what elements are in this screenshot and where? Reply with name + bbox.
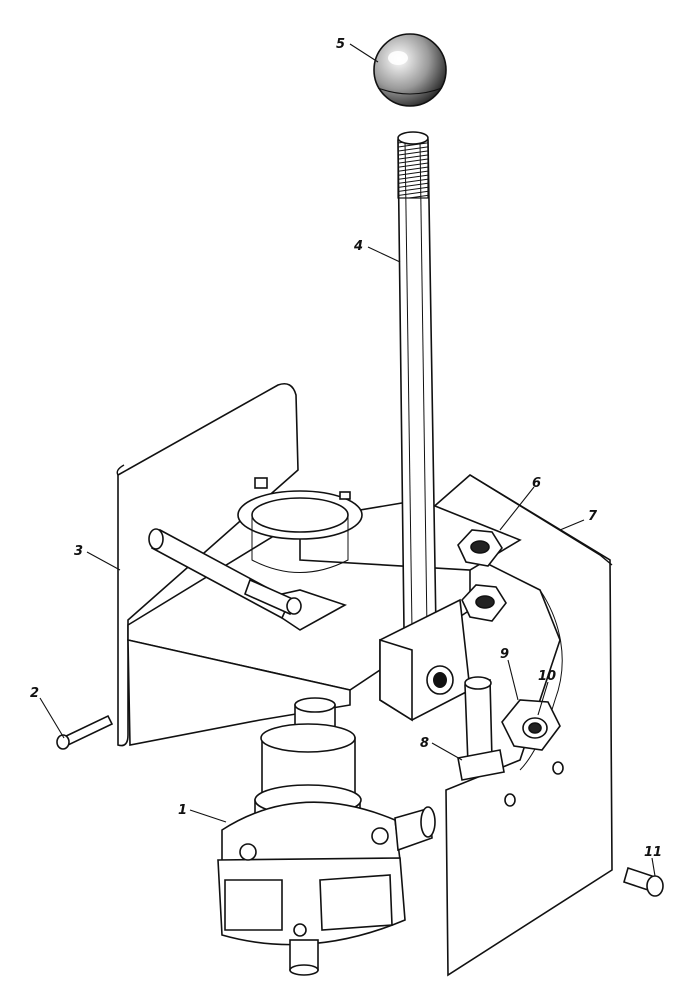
right-bracket-plate xyxy=(428,474,613,977)
lever-rod xyxy=(397,131,437,631)
callout-6: 6 xyxy=(532,476,541,491)
callout-3: 3 xyxy=(74,544,83,559)
leader-lines xyxy=(39,43,656,877)
callout-8: 8 xyxy=(420,736,429,751)
bolt xyxy=(457,676,505,781)
callout-2: 2 xyxy=(30,686,39,701)
callout-7: 7 xyxy=(588,509,598,524)
pivot-pin xyxy=(148,528,302,620)
callout-5: 5 xyxy=(336,37,345,52)
callouts: 5 4 3 6 7 2 1 8 9 10 11 xyxy=(30,37,662,860)
cotter-pin xyxy=(56,714,114,750)
callout-10: 10 xyxy=(538,669,556,684)
clamp-block xyxy=(379,598,471,722)
nut-upper xyxy=(457,529,503,567)
valve-body xyxy=(217,697,436,976)
callout-9: 9 xyxy=(500,647,509,662)
screw xyxy=(623,866,664,897)
callout-1: 1 xyxy=(178,803,187,818)
nut-lower xyxy=(461,584,507,622)
ball-knob xyxy=(373,33,447,107)
callout-4: 4 xyxy=(353,239,363,254)
washer-nut xyxy=(501,699,561,751)
left-bracket-plate xyxy=(116,382,299,747)
callout-11: 11 xyxy=(644,845,662,860)
